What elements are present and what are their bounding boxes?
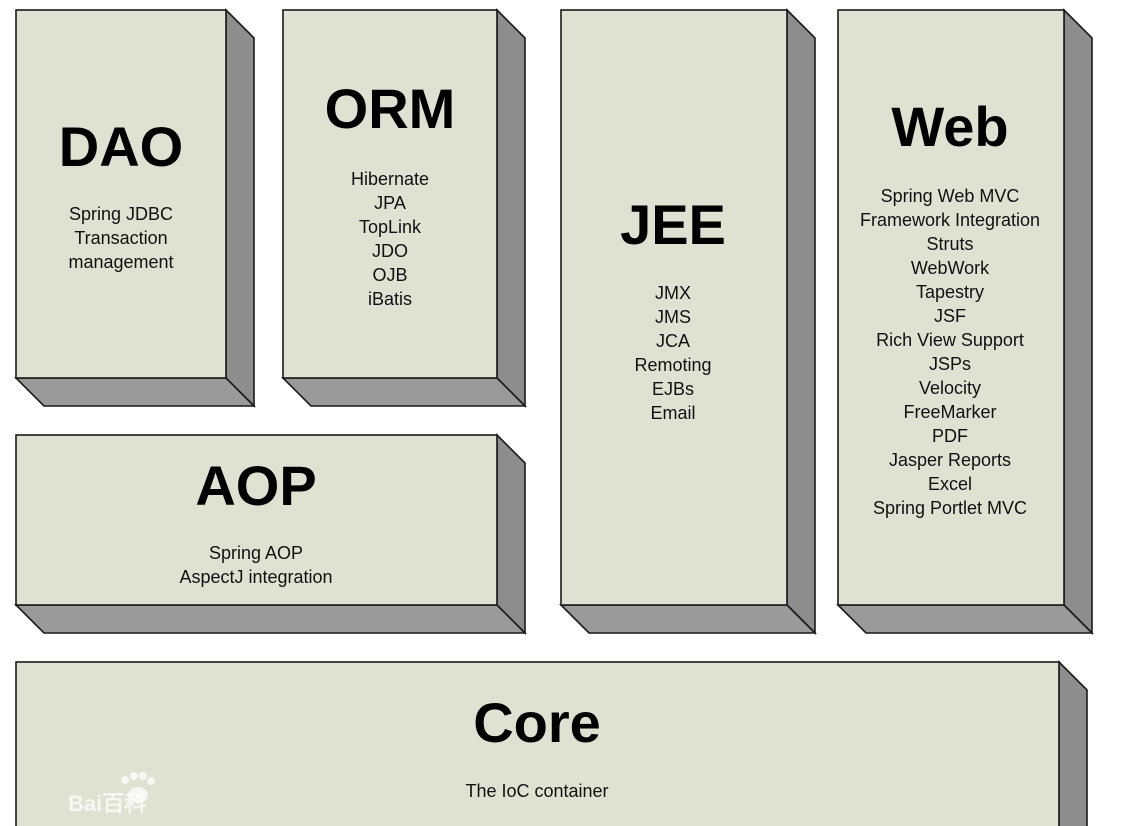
- web-item: Framework Integration: [860, 210, 1040, 230]
- web-item: WebWork: [911, 258, 990, 278]
- web-item: Spring Web MVC: [881, 186, 1020, 206]
- core-item: The IoC container: [465, 781, 608, 801]
- orm-item: JDO: [372, 241, 408, 261]
- orm-item: iBatis: [368, 289, 412, 309]
- paw-icon: [121, 772, 155, 803]
- web-item: PDF: [932, 426, 968, 446]
- web-item: Tapestry: [916, 282, 984, 302]
- dao-block-face: [15, 9, 227, 379]
- jee-block-side: [786, 8, 816, 635]
- watermark-text: Bai百科: [68, 791, 146, 816]
- module-orm: ORM Hibernate JPA TopLink JDO OJB iBatis: [281, 8, 527, 408]
- orm-block-bottom: [281, 377, 527, 407]
- jee-item: JMS: [655, 307, 691, 327]
- dao-title: DAO: [59, 115, 183, 178]
- web-item: JSPs: [929, 354, 971, 374]
- web-title: Web: [891, 95, 1008, 158]
- jee-item: Email: [650, 403, 695, 423]
- jee-item: JMX: [655, 283, 691, 303]
- orm-item: JPA: [374, 193, 406, 213]
- aop-item: AspectJ integration: [179, 567, 332, 587]
- web-block-bottom: [836, 604, 1094, 634]
- jee-block-bottom: [559, 604, 817, 634]
- web-item: Excel: [928, 474, 972, 494]
- aop-item: Spring AOP: [209, 543, 303, 563]
- web-block-face: [837, 9, 1065, 606]
- dao-item: Spring JDBC: [69, 204, 173, 224]
- web-item: Struts: [926, 234, 973, 254]
- dao-block-side: [225, 8, 255, 408]
- jee-item: EJBs: [652, 379, 694, 399]
- core-block-face: [15, 661, 1060, 826]
- module-web: Web Spring Web MVC Framework Integration…: [836, 8, 1094, 635]
- module-dao: DAO Spring JDBC Transaction management: [14, 8, 256, 408]
- dao-item: management: [68, 252, 173, 272]
- dao-block-bottom: [14, 377, 256, 407]
- orm-item: OJB: [372, 265, 407, 285]
- web-item: FreeMarker: [903, 402, 996, 422]
- jee-title: JEE: [620, 193, 726, 256]
- web-item: Spring Portlet MVC: [873, 498, 1027, 518]
- module-aop: AOP Spring AOP AspectJ integration: [14, 433, 527, 635]
- dao-item: Transaction: [74, 228, 167, 248]
- core-title: Core: [473, 691, 601, 754]
- jee-item: JCA: [656, 331, 690, 351]
- orm-block-face: [282, 9, 498, 379]
- module-jee: JEE JMX JMS JCA Remoting EJBs Email: [559, 8, 817, 635]
- orm-item: TopLink: [359, 217, 422, 237]
- web-item: Rich View Support: [876, 330, 1024, 350]
- aop-block-bottom: [14, 604, 527, 634]
- jee-block-face: [560, 9, 788, 606]
- web-item: JSF: [934, 306, 966, 326]
- baidu-watermark: Bai百科: [68, 772, 155, 816]
- aop-block-side: [496, 433, 526, 635]
- aop-block-face: [15, 434, 498, 606]
- module-core: Core The IoC container: [15, 660, 1088, 826]
- orm-item: Hibernate: [351, 169, 429, 189]
- orm-block-side: [496, 8, 526, 408]
- orm-title: ORM: [325, 77, 456, 140]
- web-item: Jasper Reports: [889, 450, 1011, 470]
- core-block-side: [1058, 660, 1088, 826]
- aop-title: AOP: [195, 454, 316, 517]
- web-block-side: [1063, 8, 1093, 635]
- jee-item: Remoting: [634, 355, 711, 375]
- web-item: Velocity: [919, 378, 981, 398]
